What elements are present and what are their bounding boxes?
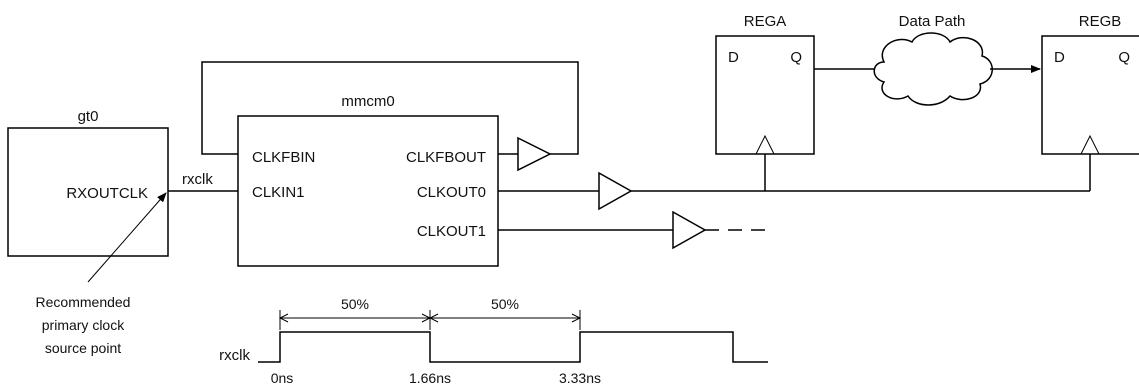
time-label-0: 0ns	[271, 370, 294, 386]
annotation-line1: Recommended	[36, 294, 131, 310]
gt0-title: gt0	[78, 108, 99, 125]
regb-title: REGB	[1079, 13, 1122, 30]
feedback-loop-wire	[201, 61, 579, 155]
regb-clock-marker	[1080, 134, 1100, 155]
data-path-cloud	[873, 32, 993, 106]
clkout1-buffer	[672, 210, 707, 250]
clkout0-buffer	[598, 171, 633, 211]
rxclk-waveform: rxclk 50% 50% 0ns 1.66ns 3.33ns	[219, 296, 768, 386]
duty-label-right: 50%	[491, 296, 519, 312]
gt0-box	[7, 127, 169, 257]
mmcm0-box	[237, 115, 499, 267]
mmcm0-title: mmcm0	[341, 93, 394, 110]
regb-register: REGB D Q	[1041, 13, 1139, 155]
pin-clkin1: CLKIN1	[252, 184, 305, 201]
annotation-line3: source point	[45, 340, 121, 356]
duty-label-left: 50%	[341, 296, 369, 312]
annotation-line2: primary clock	[42, 317, 125, 333]
rega-pin-d: D	[728, 49, 739, 66]
gt0-pin-rxoutclk: RXOUTCLK	[66, 185, 148, 202]
time-label-2: 3.33ns	[559, 370, 601, 386]
rega-title: REGA	[744, 13, 787, 30]
pin-clkfbin: CLKFBIN	[252, 149, 315, 166]
feedback-buffer	[517, 136, 552, 172]
rxclk-net-label: rxclk	[182, 171, 213, 188]
rega-pin-q: Q	[790, 49, 802, 66]
waveform-trace	[258, 331, 768, 363]
mmcm0-block: mmcm0 CLKFBIN CLKIN1 CLKFBOUT CLKOUT0 CL…	[237, 93, 499, 267]
pin-clkfbout: CLKFBOUT	[406, 149, 486, 166]
regb-box	[1041, 35, 1139, 155]
rega-register: REGA D Q	[715, 13, 815, 155]
rega-box	[715, 35, 815, 155]
pin-clkout1: CLKOUT1	[417, 223, 486, 240]
gt0-block: gt0 RXOUTCLK	[7, 108, 169, 257]
data-path-label: Data Path	[899, 13, 966, 30]
regb-pin-d: D	[1054, 49, 1065, 66]
waveform-signal-label: rxclk	[219, 347, 250, 364]
rega-clock-marker	[755, 134, 775, 155]
time-label-1: 1.66ns	[409, 370, 451, 386]
regb-pin-q: Q	[1118, 49, 1130, 66]
annotation-arrow	[87, 192, 167, 283]
pin-clkout0: CLKOUT0	[417, 184, 486, 201]
